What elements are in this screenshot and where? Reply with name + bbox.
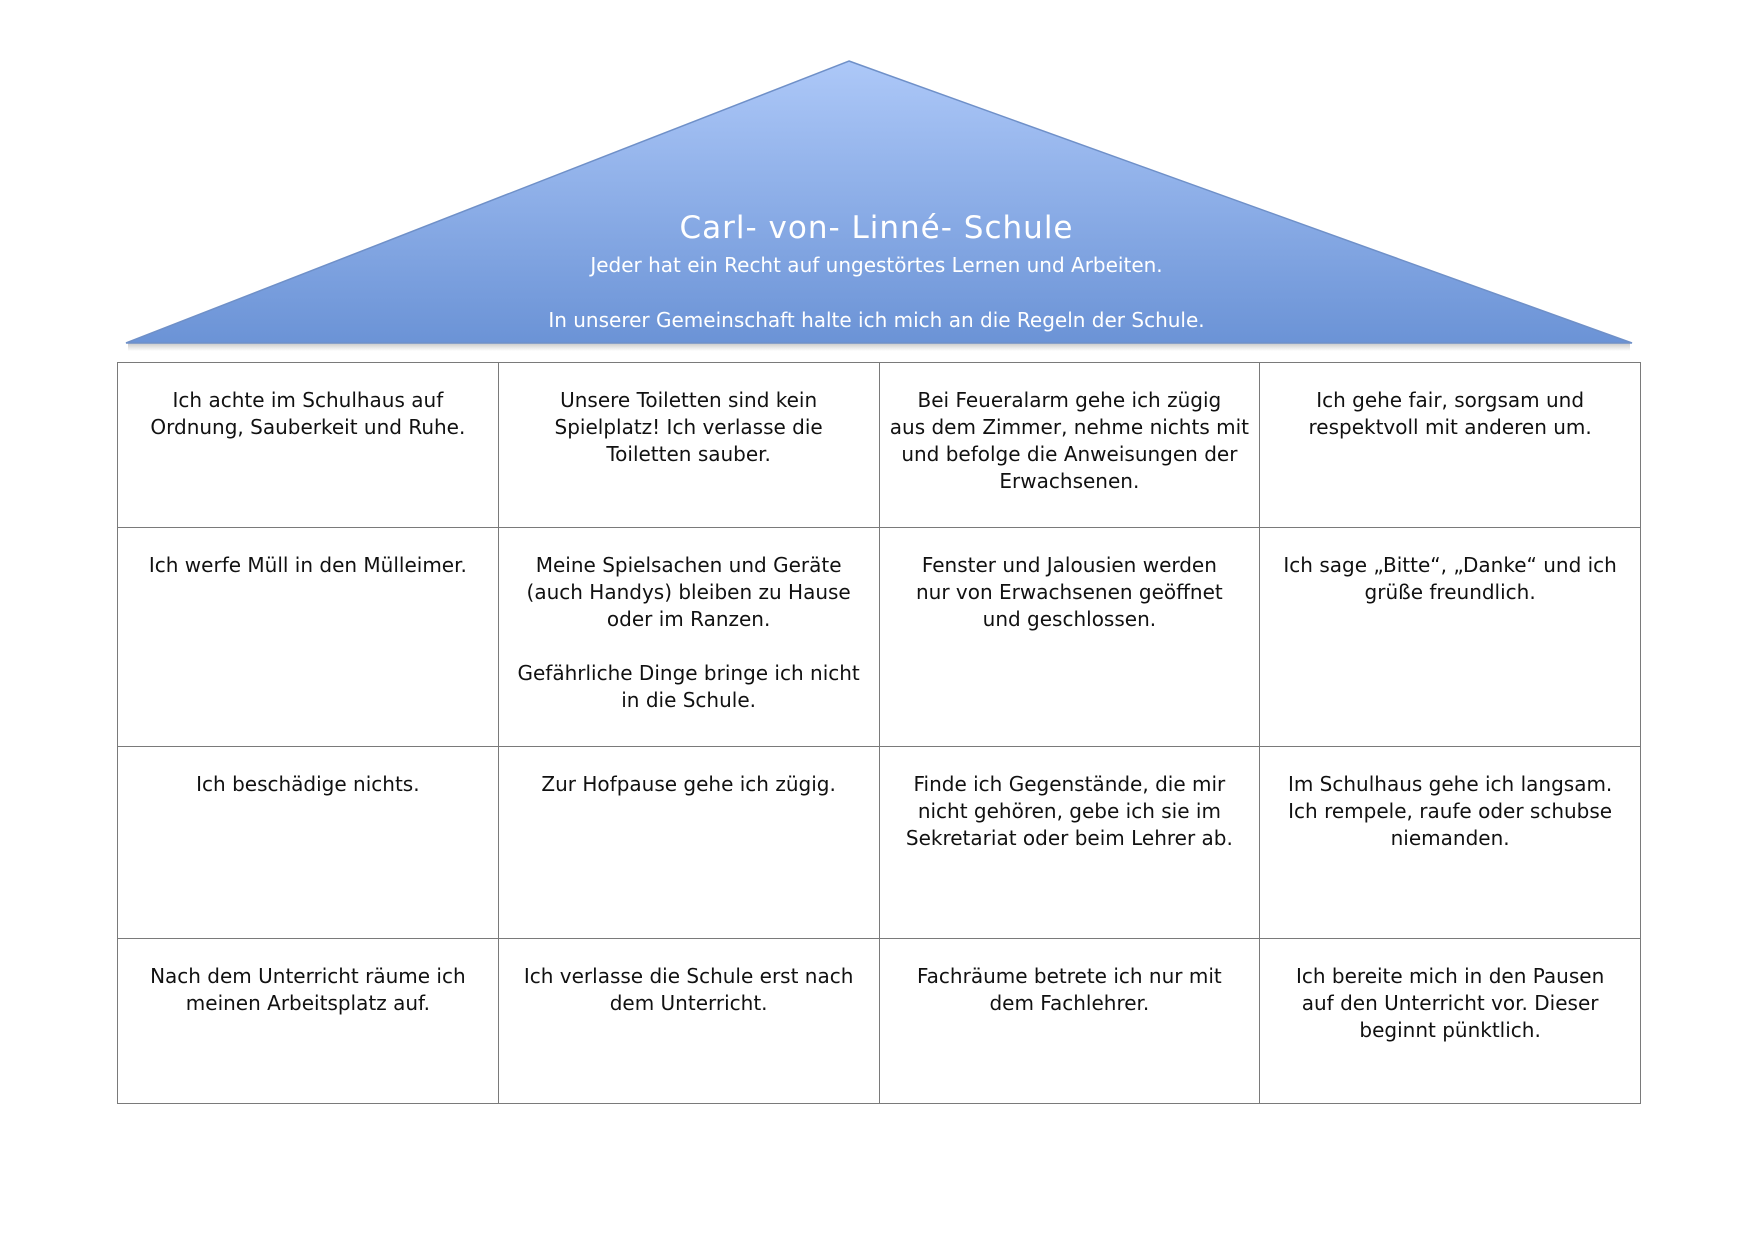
rule-cell: Fenster und Jalousien werden nur von Erw… xyxy=(878,527,1261,747)
rule-cell: Zur Hofpause gehe ich zügig. xyxy=(497,746,880,939)
rules-row: Ich werfe Müll in den Mülleimer. Meine S… xyxy=(117,527,1641,747)
school-name: Carl- von- Linné- Schule xyxy=(679,210,1074,246)
rule-cell: Ich bereite mich in den Pausen auf den U… xyxy=(1259,938,1641,1104)
rule-cell: Ich achte im Schulhaus auf Ordnung, Saub… xyxy=(117,362,499,528)
rule-cell: Ich sage „Bitte“, „Danke“ und ich grüße … xyxy=(1259,527,1641,747)
rule-cell: Ich werfe Müll in den Mülleimer. xyxy=(117,527,499,747)
rule-cell: Nach dem Unterricht räume ich meinen Arb… xyxy=(117,938,499,1104)
rule-cell: Unsere Toiletten sind kein Spielplatz! I… xyxy=(497,362,880,528)
rules-row: Ich beschädige nichts. Zur Hofpause gehe… xyxy=(117,746,1641,939)
roof-motto: Jeder hat ein Recht auf ungestörtes Lern… xyxy=(590,253,1163,277)
rules-grid: Ich achte im Schulhaus auf Ordnung, Saub… xyxy=(117,362,1641,1104)
rule-cell: Ich gehe fair, sorgsam und respektvoll m… xyxy=(1259,362,1641,528)
rule-cell: Fachräume betrete ich nur mit dem Fachle… xyxy=(878,938,1261,1104)
house-roof xyxy=(125,60,1633,351)
rule-cell: Im Schulhaus gehe ich langsam. Ich rempe… xyxy=(1259,746,1641,939)
rule-cell: Meine Spielsachen und Geräte (auch Handy… xyxy=(497,527,880,747)
rule-cell: Finde ich Gegenstände, die mir nicht geh… xyxy=(878,746,1261,939)
rules-row: Nach dem Unterricht räume ich meinen Arb… xyxy=(117,938,1641,1104)
rule-cell: Ich beschädige nichts. xyxy=(117,746,499,939)
roof-rule-statement: In unserer Gemeinschaft halte ich mich a… xyxy=(548,308,1205,332)
roof-shadow xyxy=(128,343,1630,351)
rule-cell: Ich verlasse die Schule erst nach dem Un… xyxy=(497,938,880,1104)
rule-cell: Bei Feueralarm gehe ich zügig aus dem Zi… xyxy=(878,362,1261,528)
roof-triangle xyxy=(125,60,1633,344)
rules-row: Ich achte im Schulhaus auf Ordnung, Saub… xyxy=(117,362,1641,528)
